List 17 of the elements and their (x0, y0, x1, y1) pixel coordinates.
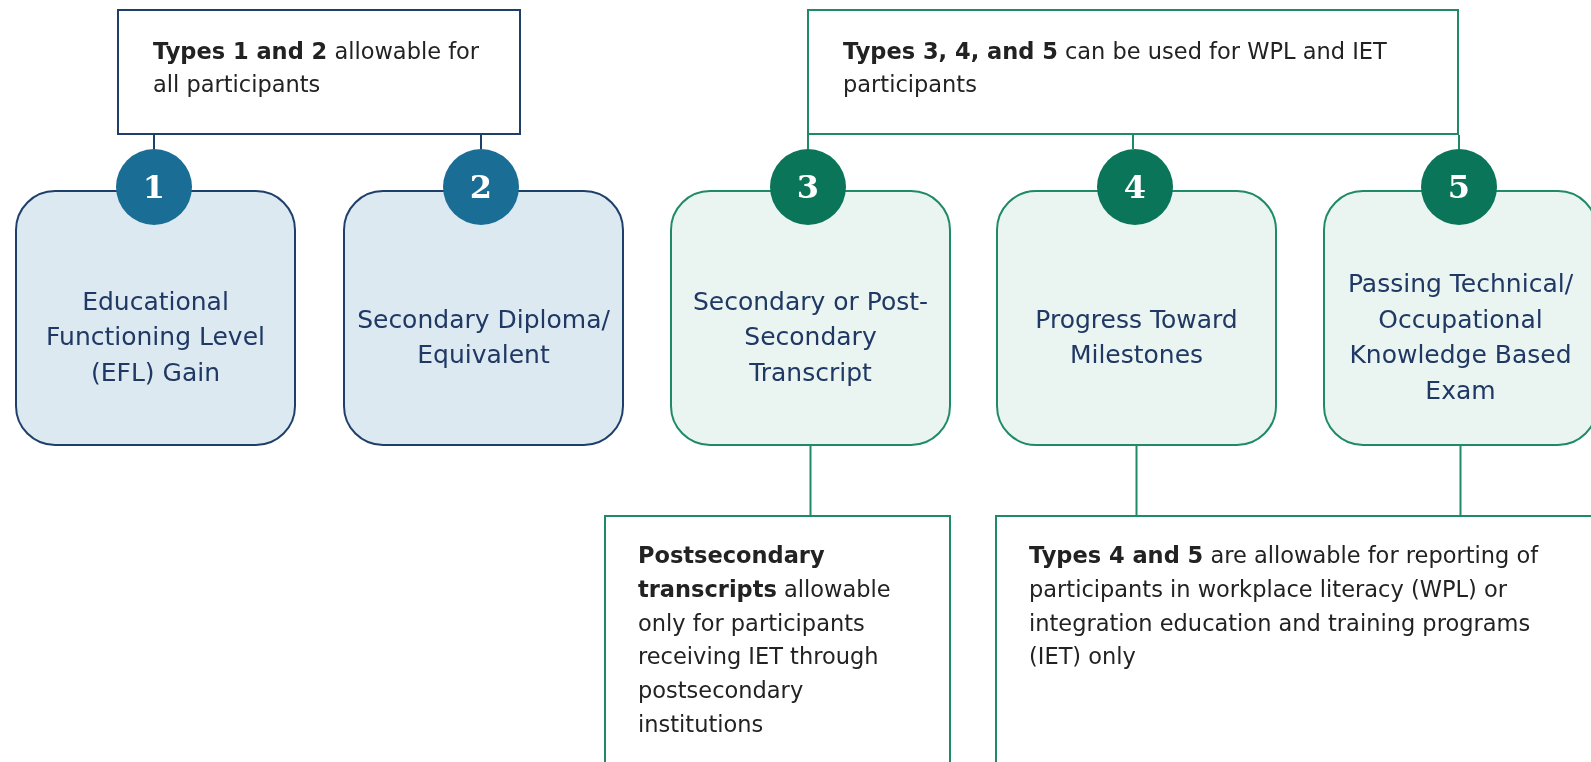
number-circle: 2 (443, 149, 519, 225)
number-circle: 4 (1097, 149, 1173, 225)
connector-line (1132, 134, 1134, 150)
connector-line (480, 134, 482, 150)
number-circle: 3 (770, 149, 846, 225)
connector-line (1458, 134, 1460, 150)
connector-line (1135, 445, 1138, 516)
note-box: Types 3, 4, and 5 can be used for WPL and IET participants (807, 9, 1459, 135)
note-box: Types 4 and 5 are allowable for reporting of participants in workplace literacy (WPL) or integration education and training programs (IET) only (995, 515, 1591, 762)
connector-line (153, 134, 155, 150)
connector-line (1459, 445, 1462, 516)
number-circle: 5 (1421, 149, 1497, 225)
number-circle: 1 (116, 149, 192, 225)
note-box: Types 1 and 2 allowable for all participants (117, 9, 521, 135)
connector-line (807, 134, 809, 150)
note-box: Postsecondary transcripts allowable only for participants receiving IET through postsecondary institutions (604, 515, 951, 762)
connector-line (809, 445, 812, 516)
